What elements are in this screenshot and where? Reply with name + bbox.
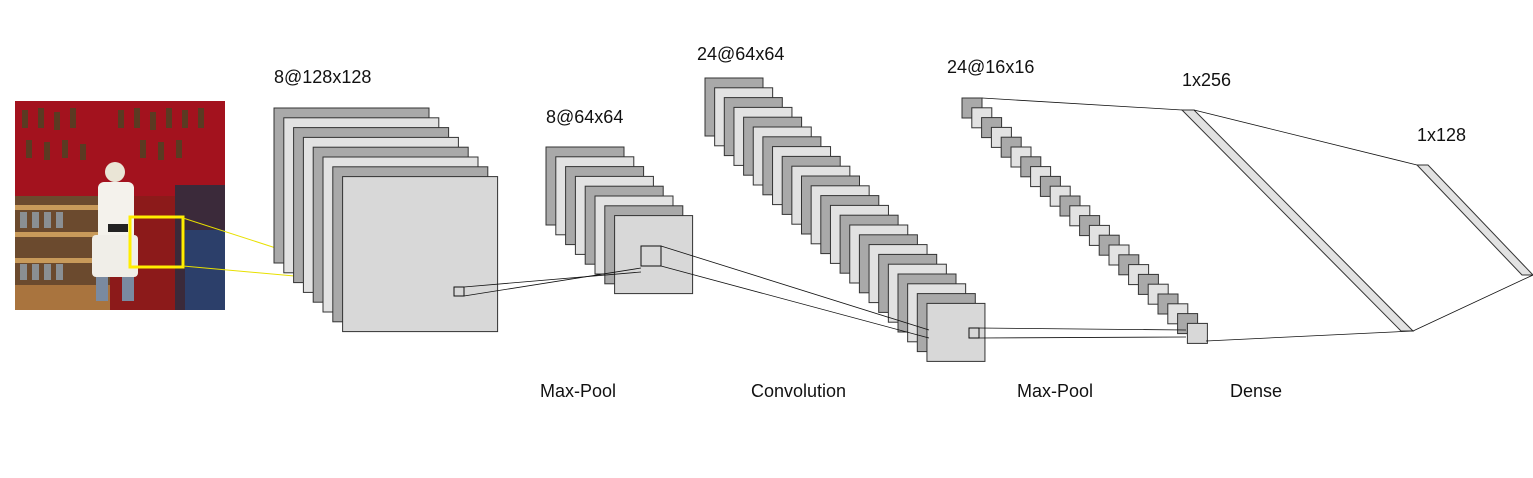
connector-line — [1205, 330, 1414, 342]
input-image — [15, 101, 225, 310]
feature-map — [1186, 322, 1208, 344]
feature-map-stack-pool2 — [961, 97, 1208, 344]
feature-map-stack-conv1 — [273, 107, 499, 333]
connector-line — [660, 245, 930, 331]
connector-line — [978, 336, 1187, 339]
op-dense-label: Dense — [1230, 381, 1282, 401]
layer-pool2-shape-label: 24@16x16 — [947, 57, 1034, 77]
connector-line — [463, 267, 642, 297]
feature-map — [614, 215, 694, 295]
operation-labels: Max-Pool Convolution Max-Pool Dense — [540, 381, 1282, 401]
op-maxpool-1-label: Max-Pool — [540, 381, 616, 401]
layer-conv2-shape-label: 24@64x64 — [697, 44, 784, 64]
connector-line — [1193, 109, 1418, 166]
connector-line — [978, 327, 1187, 331]
feature-map-stack-pool1 — [545, 146, 694, 295]
feature-map — [926, 302, 986, 362]
input-highlight-box — [128, 215, 185, 269]
receptive-field-box-pool1 — [640, 245, 662, 267]
receptive-field-box-conv2 — [968, 327, 980, 339]
layer-conv1-shape-label: 8@128x128 — [274, 67, 371, 87]
connector-line — [660, 265, 930, 339]
feature-map-stack-conv2 — [704, 77, 986, 362]
connector-line — [1412, 274, 1533, 332]
layer-pool1-shape-label: 8@64x64 — [546, 107, 623, 127]
layer-dense2-shape-label: 1x128 — [1417, 125, 1466, 145]
dense-layer-dense2 — [1415, 164, 1533, 276]
feature-map — [342, 176, 499, 333]
op-maxpool-2-label: Max-Pool — [1017, 381, 1093, 401]
dense-layer-dense1 — [1180, 109, 1415, 332]
op-convolution-label: Convolution — [751, 381, 846, 401]
connector-line — [981, 97, 1183, 111]
layer-dense1-shape-label: 1x256 — [1182, 70, 1231, 90]
connector-line — [463, 271, 642, 288]
layer-shape-labels: 8@128x128 8@64x64 24@64x64 24@16x16 1x25… — [274, 44, 1466, 145]
receptive-field-box-conv1 — [453, 286, 465, 297]
layer-connectors — [453, 97, 1533, 342]
